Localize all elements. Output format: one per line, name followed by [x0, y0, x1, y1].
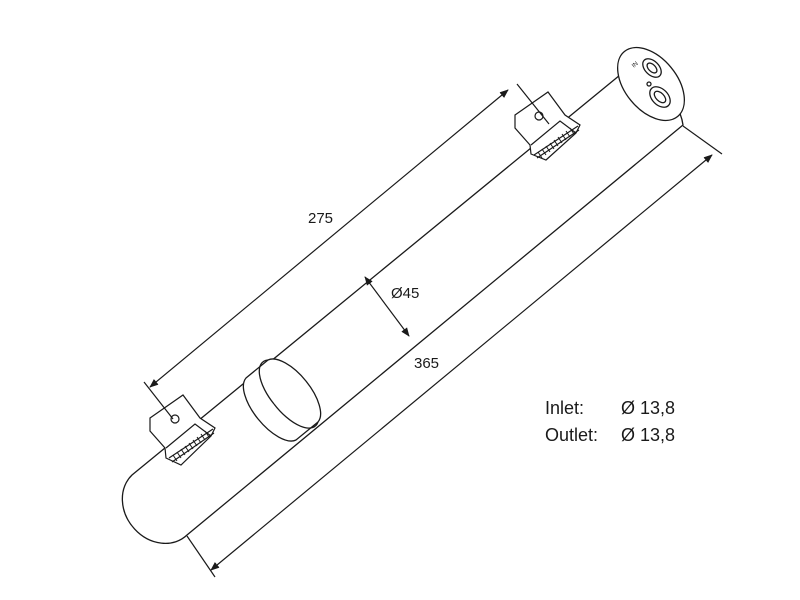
mounting-bracket-lower: [149, 394, 216, 466]
dimension-line-365: [186, 125, 723, 578]
spec-outlet-value: Ø 13,8: [621, 425, 676, 445]
spec-outlet: Outlet: Ø 13,8: [545, 425, 675, 446]
spec-outlet-label: Outlet:: [545, 425, 599, 445]
mounting-bracket-upper: [514, 91, 581, 161]
cylinder-body: [121, 70, 684, 544]
dimension-label-365: 365: [412, 355, 442, 372]
dimension-label-diameter: Ø45: [389, 285, 422, 302]
spec-inlet-label: Inlet:: [545, 398, 585, 418]
end-cap-port-label: IN: [631, 61, 639, 69]
spec-inlet-value: Ø 13,8: [621, 398, 676, 418]
end-cap: [616, 46, 686, 122]
spec-inlet: Inlet: Ø 13,8: [545, 398, 675, 419]
dimension-label-275: 275: [306, 210, 336, 227]
dimension-line-diameter: [364, 276, 410, 337]
